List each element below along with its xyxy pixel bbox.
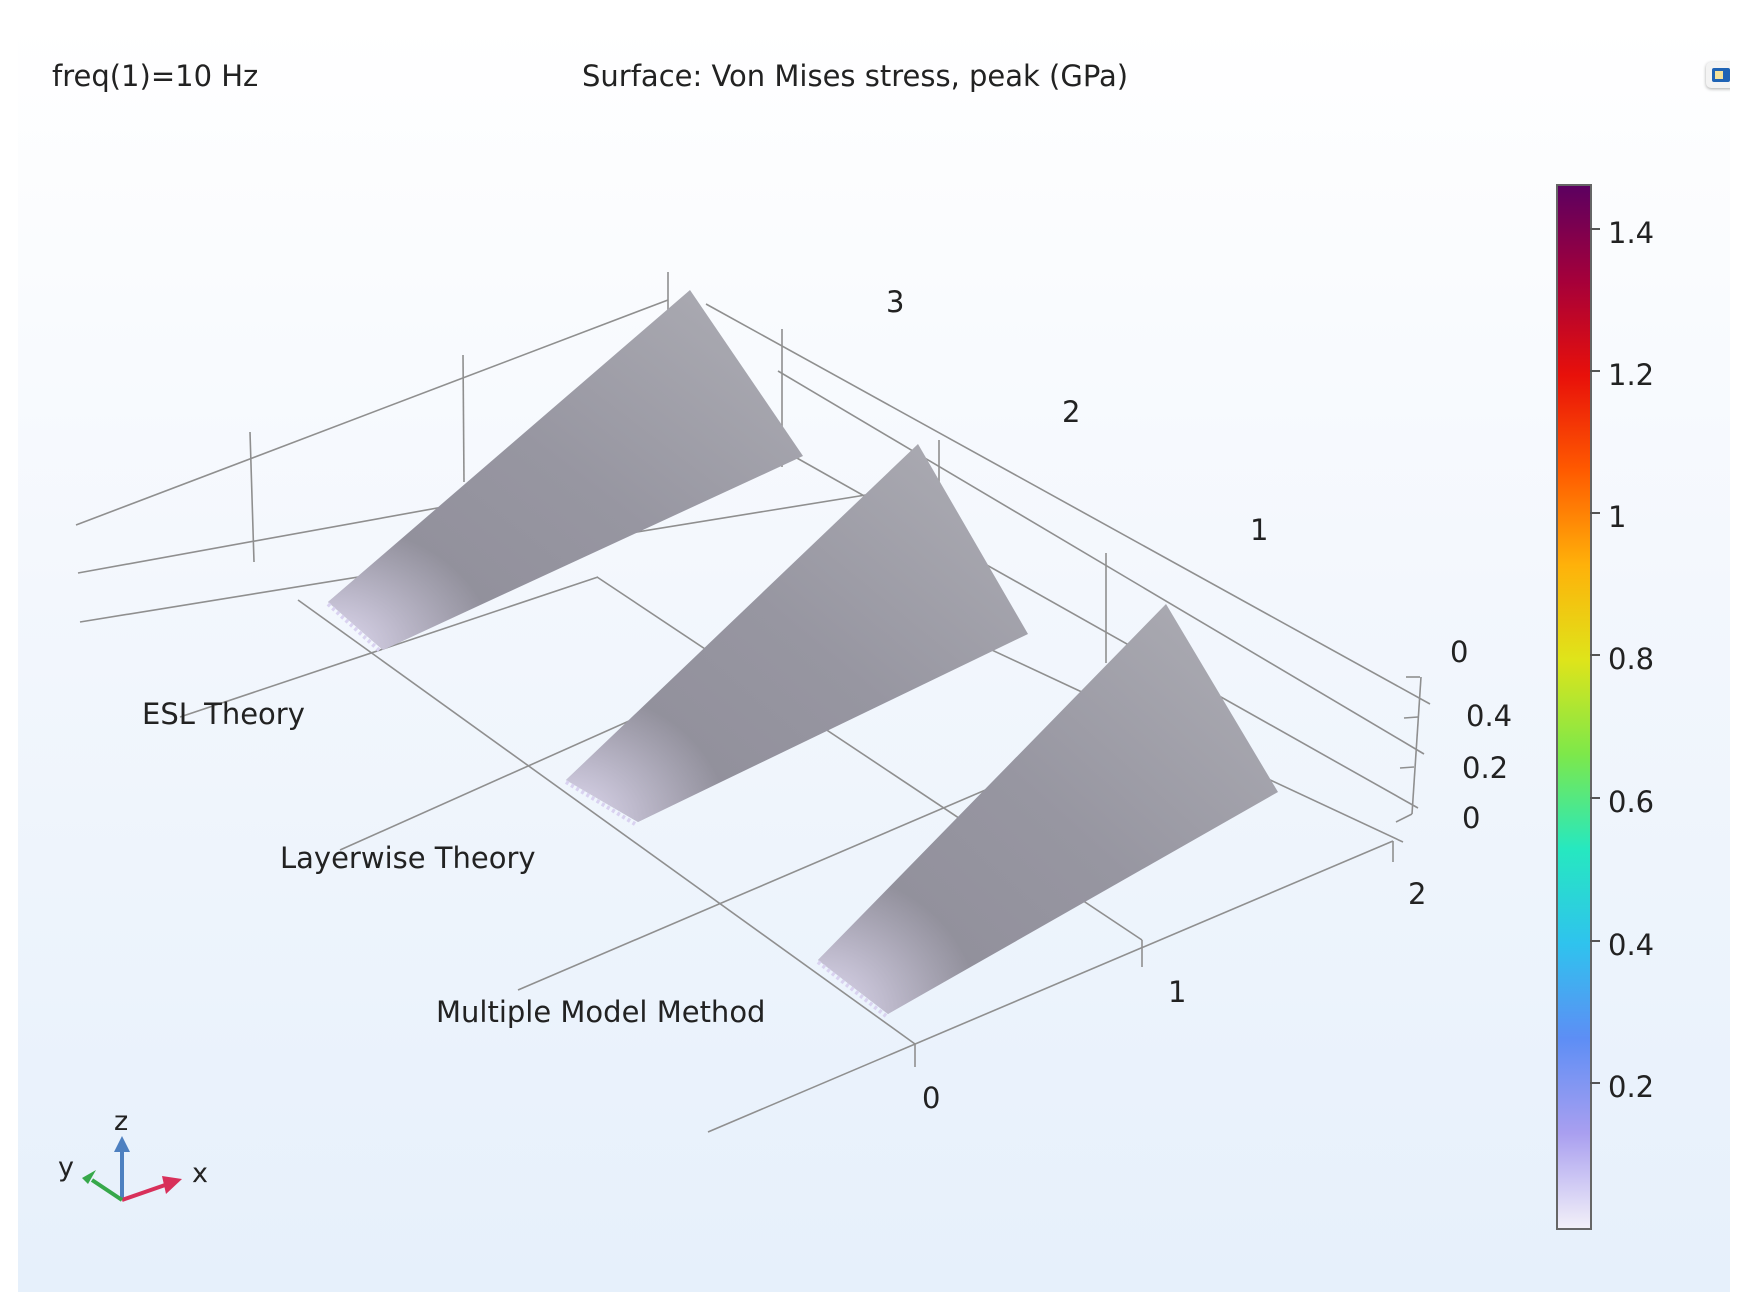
model-label-esl-theory: ESL Theory: [142, 697, 305, 731]
triad-label-x: x: [192, 1158, 208, 1189]
colorbar-tick-mark: [1590, 370, 1600, 372]
view-icon: [1712, 68, 1730, 82]
surface-layerwise-theory[interactable]: [564, 444, 1028, 826]
x-tick-0: 0: [922, 1081, 941, 1115]
triad-label-z: z: [114, 1106, 129, 1137]
surface-esl-theory[interactable]: [326, 290, 803, 654]
colorbar-label-1-2: 1.2: [1608, 358, 1655, 392]
surface-multiple-model-method[interactable]: [816, 604, 1278, 1018]
plot-title: Surface: Von Mises stress, peak (GPa): [582, 59, 1129, 93]
model-label-multiple-model-method: Multiple Model Method: [436, 995, 766, 1029]
axis-triad: [82, 1136, 182, 1202]
x-tick-1: 1: [1168, 975, 1187, 1009]
z-tick-0-4: 0.4: [1466, 699, 1513, 733]
colorbar: [1556, 184, 1592, 1230]
colorbar-tick-mark: [1590, 512, 1600, 514]
y-tick-0: 0: [1450, 635, 1469, 669]
y-tick-1: 1: [1250, 513, 1269, 547]
colorbar-label-0-8: 0.8: [1608, 642, 1655, 676]
colorbar-label-0-4: 0.4: [1608, 928, 1655, 962]
z-tick-0: 0: [1462, 801, 1481, 835]
colorbar-tick-mark: [1590, 654, 1600, 656]
frequency-label: freq(1)=10 Hz: [52, 59, 259, 93]
y-tick-3: 3: [886, 285, 905, 319]
model-label-layerwise-theory: Layerwise Theory: [280, 841, 536, 875]
colorbar-tick-mark: [1590, 228, 1600, 230]
z-tick-0-2: 0.2: [1462, 751, 1509, 785]
colorbar-tick-mark: [1590, 1082, 1600, 1084]
plot-canvas[interactable]: [18, 22, 1730, 1292]
colorbar-label-0-2: 0.2: [1608, 1070, 1655, 1104]
view-toggle-button[interactable]: [1706, 62, 1730, 88]
triad-label-y: y: [58, 1152, 74, 1183]
colorbar-label-1: 1: [1608, 500, 1627, 534]
colorbar-label-1-4: 1.4: [1608, 216, 1655, 250]
graphics-window[interactable]: freq(1)=10 Hz Surface: Von Mises stress,…: [18, 22, 1730, 1292]
colorbar-tick-mark: [1590, 797, 1600, 799]
x-tick-2: 2: [1408, 877, 1427, 911]
colorbar-label-0-6: 0.6: [1608, 785, 1655, 819]
colorbar-tick-mark: [1590, 940, 1600, 942]
y-tick-2: 2: [1062, 395, 1081, 429]
